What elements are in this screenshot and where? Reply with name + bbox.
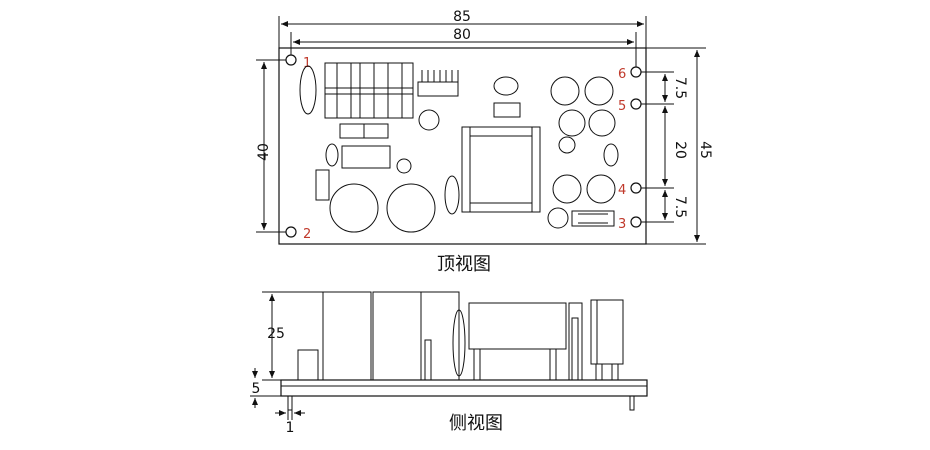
lead-left: [287, 395, 293, 411]
dim-80: 80: [453, 27, 471, 43]
pin-label-5: 5: [618, 99, 626, 114]
dim-40: 40: [256, 143, 272, 161]
top-view: 1 2 3 4 5 6: [256, 9, 713, 275]
pin-label-6: 6: [618, 67, 626, 82]
dim-pitch-mid: 20: [672, 141, 688, 159]
side-view-caption: 侧视图: [449, 413, 503, 434]
dim-85: 85: [453, 9, 471, 25]
side-components: [297, 291, 624, 381]
mount-hole-2: [285, 226, 297, 238]
dim-5: 5: [252, 381, 261, 397]
pin-hole-6: [630, 66, 642, 78]
pin-hole-4: [630, 182, 642, 194]
pin-label-2: 2: [303, 227, 311, 242]
pin-label-4: 4: [618, 183, 626, 198]
dim-25: 25: [267, 326, 285, 342]
dim-1: 1: [286, 420, 295, 436]
top-components: [299, 62, 619, 233]
pin-hole-3: [630, 216, 642, 228]
lead-right: [629, 395, 635, 411]
side-pcb: [280, 379, 648, 397]
pin-label-3: 3: [618, 217, 626, 232]
dim-pitch-top: 7.5: [672, 77, 688, 99]
dim-pitch-bottom: 7.5: [672, 196, 688, 218]
pin-label-1: 1: [303, 56, 311, 71]
top-view-caption: 顶视图: [437, 254, 491, 275]
dim-45: 45: [697, 141, 713, 159]
pin-hole-5: [630, 98, 642, 110]
pcb-outline: [278, 47, 647, 245]
mount-hole-1: [285, 54, 297, 66]
side-view: 25 5 1 侧视图: [250, 291, 648, 436]
